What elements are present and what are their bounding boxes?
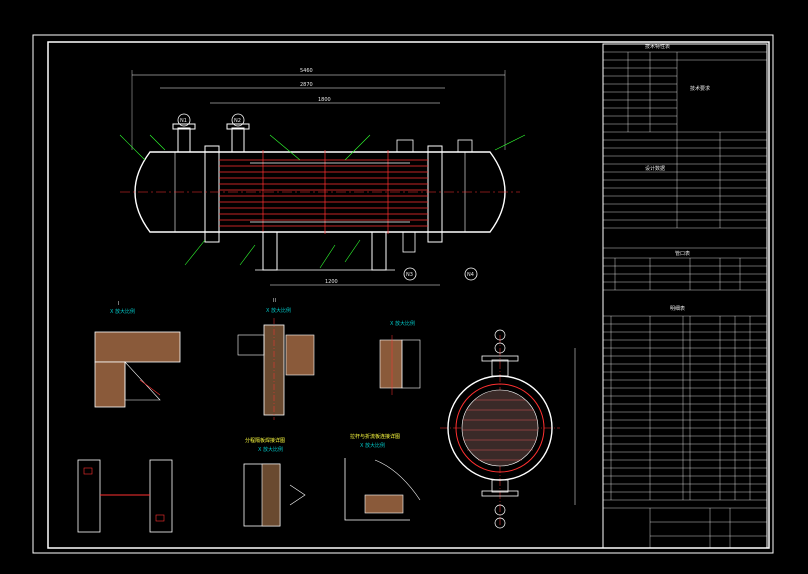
dim-overall: 5460 [300,68,313,74]
tech-spec-header: 技术特性表 [645,43,670,50]
parts-list-header: 明细表 [670,305,685,312]
outer-border [32,34,774,554]
nozzle-label-n1: N1 [180,118,187,124]
detail-scale-2: X 放大比例 [266,307,291,314]
shell-outline [134,151,506,233]
nozzle-label-n2: N2 [234,118,241,124]
dim-support: 1200 [325,279,338,285]
design-data-header: 设计数据 [645,165,665,172]
detail-view-3: X 放大比例 [379,320,421,395]
detail-caption-1: 分程隔板焊接详图 [245,437,285,444]
heat-exchanger-elevation: 5460 2870 1800 [119,68,526,286]
nozzle-table-header: 管口表 [675,250,690,257]
detail-scale-1: X 放大比例 [110,308,135,315]
title-block: 技术特性表 技术要求 设计数据 管口表 明细表 [602,43,768,549]
tubesheet-end-view [440,329,576,529]
detail-scale-4: X 放大比例 [258,446,283,453]
tie-rod-detail: 拉杆与折流板连接详图 X 放大比例 [344,433,421,521]
baffle-detail [77,459,173,533]
detail-caption-2: 拉杆与折流板连接详图 [350,433,400,440]
pass-partition-detail: 分程隔板焊接详图 X 放大比例 [243,437,306,527]
detail-scale-3: X 放大比例 [390,320,415,327]
detail-scale-5: X 放大比例 [360,442,385,449]
detail-view-1: I X 放大比例 [94,301,181,408]
inner-border [47,41,770,549]
notes-header: 技术要求 [690,85,710,92]
detail-view-2: II X 放大比例 [237,298,315,420]
view-label-1: I [118,301,119,307]
dim-mid: 1800 [318,97,331,103]
nozzle-label-n4: N4 [467,272,474,278]
nozzle-label-n3: N3 [406,272,413,278]
dim-inner: 2870 [300,82,313,88]
view-label-2: II [273,298,276,304]
